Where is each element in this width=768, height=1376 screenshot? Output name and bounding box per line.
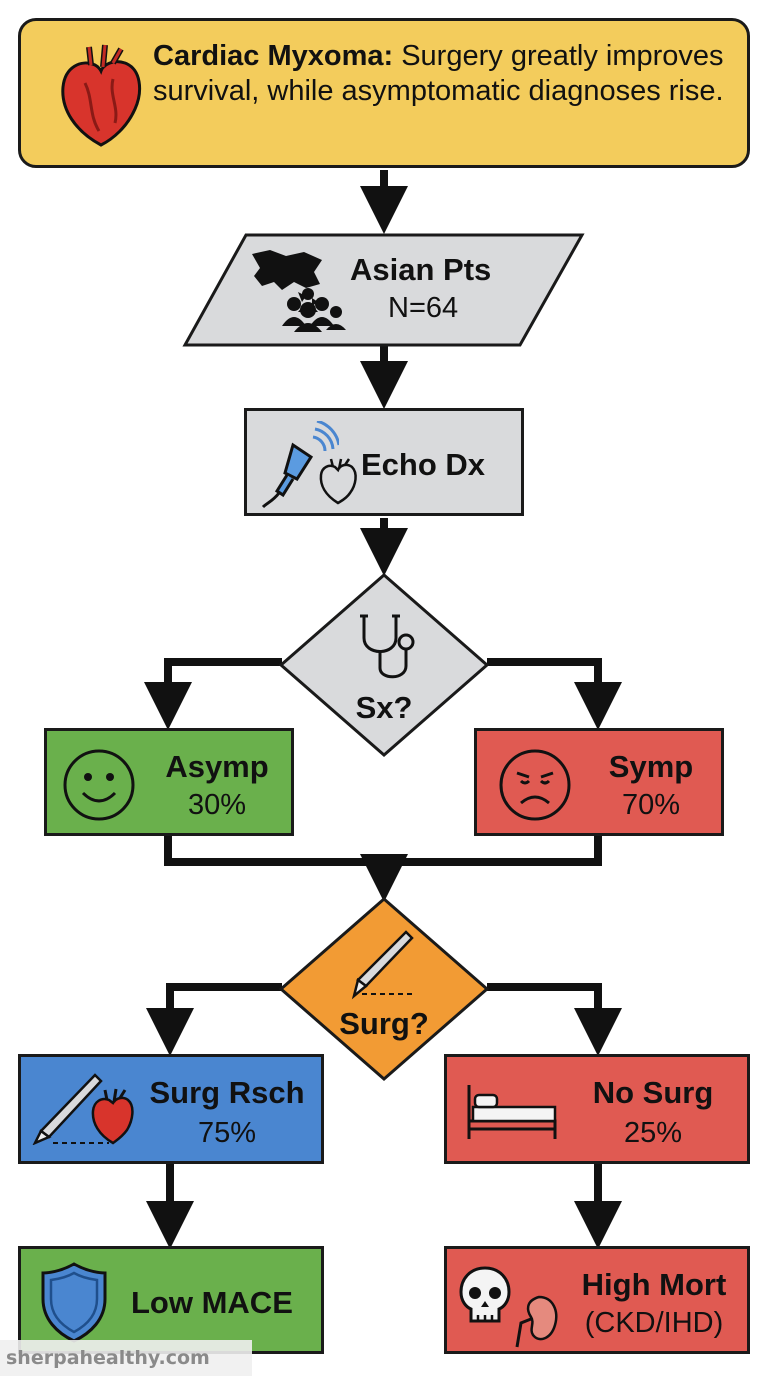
arrow-surg-to-resection: [146, 983, 282, 1056]
asymp-value: 30%: [187, 789, 247, 821]
arrow-merge-to-surg: [164, 835, 602, 878]
arrow-surg-to-nosurg: [487, 983, 622, 1056]
title-text: Cardiac Myxoma: Surgery greatly improves…: [153, 39, 733, 109]
low-mace-node: Low MACE: [18, 1246, 324, 1354]
sad-face-icon: [499, 749, 571, 821]
arrow-sx-to-symp: [487, 658, 622, 730]
title-bold: Cardiac Myxoma:: [153, 40, 394, 72]
symptom-decision-node: [278, 573, 490, 757]
surg-label: Surg?: [339, 1006, 429, 1041]
scalpel-icon: [32, 1073, 109, 1145]
population-node: [182, 233, 585, 347]
asymp-label: Asymp: [165, 749, 269, 784]
resection-label: Surg Rsch: [149, 1075, 305, 1110]
mace-label: Low MACE: [131, 1285, 293, 1320]
symp-value: 70%: [621, 789, 681, 821]
no-surgery-node: No Surg 25%: [444, 1054, 750, 1164]
heart-icon: [91, 1088, 134, 1145]
mortality-label: High Mort: [581, 1267, 727, 1302]
high-mortality-node: High Mort (CKD/IHD): [444, 1246, 750, 1354]
ultrasound-probe-icon: [261, 421, 339, 509]
resection-value: 75%: [197, 1117, 257, 1149]
hospital-bed-icon: [467, 1085, 557, 1139]
watermark: sherpahealthy.com: [0, 1340, 252, 1376]
echo-diagnosis-node: Echo Dx: [244, 408, 524, 516]
anatomical-heart-icon: [61, 44, 142, 147]
shield-icon: [41, 1262, 107, 1343]
kidney-icon: [515, 1295, 558, 1348]
stethoscope-icon: [360, 614, 415, 679]
smiley-face-icon: [63, 749, 135, 821]
population-value: N=64: [388, 292, 459, 324]
symptomatic-node: Symp 70%: [474, 728, 724, 836]
sx-label: Sx?: [355, 690, 413, 725]
mortality-value: (CKD/IHD): [584, 1307, 724, 1339]
symp-label: Symp: [608, 749, 694, 784]
heart-outline-icon: [319, 458, 357, 505]
title-body: Surgery greatly improves survival, while…: [153, 40, 724, 107]
nosurg-label: No Surg: [592, 1075, 714, 1110]
skull-icon: [459, 1266, 511, 1323]
surgical-resection-node: Surg Rsch 75%: [18, 1054, 324, 1164]
people-group-icon: [282, 288, 346, 332]
surgery-decision-node: [278, 897, 490, 1081]
title-box: Cardiac Myxoma: Surgery greatly improves…: [18, 18, 750, 168]
asymptomatic-node: Asymp 30%: [44, 728, 294, 836]
arrow-sx-to-asymp: [144, 658, 282, 730]
surgery-scalpel-icon: [351, 930, 414, 1000]
echo-label: Echo Dx: [361, 447, 486, 482]
population-label: Asian Pts: [350, 252, 492, 287]
nosurg-value: 25%: [623, 1117, 683, 1149]
